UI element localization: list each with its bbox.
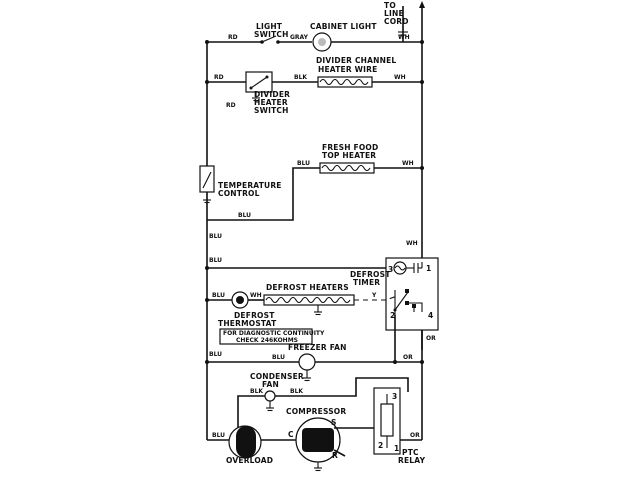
- defrost-thermostat-label-1: DEFROST: [234, 311, 275, 320]
- wire-color-or-3: OR: [410, 432, 420, 439]
- defrost-thermostat-label-2: THERMOSTAT: [218, 319, 277, 328]
- relay-terminal-2: 2: [378, 441, 383, 450]
- freezer-fan-icon: [298, 353, 316, 371]
- diag-note-box: [219, 328, 313, 345]
- wire-color-rd-1: RD: [228, 34, 238, 41]
- condenser-fan-label-2: FAN: [262, 380, 279, 389]
- temperature-control-label-2: CONTROL: [218, 189, 260, 198]
- wire-color-or-2: OR: [403, 354, 413, 361]
- cabinet-light-label: CABINET LIGHT: [310, 22, 377, 31]
- divider-heater-switch-label-3: SWITCH: [254, 106, 289, 115]
- fresh-food-label-1: FRESH FOOD: [322, 143, 378, 152]
- compressor-circuit: [207, 377, 422, 472]
- condenser-fan-icon: [264, 390, 276, 402]
- divider-heater-switch-label-1: DIVIDER: [254, 90, 290, 99]
- divider-heater-circuit: [207, 71, 422, 102]
- terminal-3: 3: [388, 265, 393, 274]
- terminal-s: S: [331, 418, 337, 427]
- defrost-heaters-label: DEFROST HEATERS: [266, 283, 349, 292]
- wire-color-y: Y: [371, 292, 377, 299]
- line-cord-lead: [398, 1, 425, 42]
- temperature-control-label-1: TEMPERATURE: [218, 181, 282, 190]
- wire-color-wh-3: WH: [402, 160, 414, 167]
- freezer-fan-label: FREEZER FAN: [288, 343, 347, 352]
- defrost-timer-label-2: TIMER: [353, 278, 380, 287]
- line-cord-label-1: TO: [384, 1, 396, 10]
- diag-note-line-2: CHECK 246KOHMS: [236, 337, 298, 344]
- terminal-c: C: [288, 430, 294, 439]
- defrost-heater-circuit: [207, 291, 398, 316]
- wire-color-blu-7: BLU: [272, 354, 285, 361]
- wire-color-blu-8: BLU: [212, 432, 225, 439]
- junction-dots: [205, 40, 424, 364]
- wire-color-wh-2: WH: [394, 74, 406, 81]
- terminal-1: 1: [426, 264, 431, 273]
- wire-color-blu-1: BLU: [297, 160, 310, 167]
- wire-color-blu-6: BLU: [209, 351, 222, 358]
- compressor-label: COMPRESSOR: [286, 407, 346, 416]
- ptc-relay-label-2: RELAY: [398, 456, 426, 465]
- defrost-timer-circuit: [207, 257, 439, 350]
- cabinet-light-circuit: [207, 32, 422, 52]
- line-cord-label-3: CORD: [384, 17, 409, 26]
- ptc-element-icon: [380, 403, 394, 437]
- divider-heater-switch-label-2: HEATER: [254, 98, 288, 107]
- light-switch-label-2: SWITCH: [254, 30, 289, 39]
- divider-channel-label-1: DIVIDER CHANNEL: [316, 56, 396, 65]
- defrost-timer-label-1: DEFROST: [350, 270, 391, 279]
- line-cord-label-2: LINE: [384, 9, 404, 18]
- wire-color-gray: GRAY: [290, 34, 309, 41]
- wire-color-wh-5: WH: [250, 292, 262, 299]
- relay-terminal-3: 3: [392, 392, 397, 401]
- light-switch-label-1: LIGHT: [256, 22, 283, 31]
- wire-color-wh-1: WH: [398, 34, 410, 41]
- wire-color-or-1: OR: [426, 335, 436, 342]
- overload-label: OVERLOAD: [226, 456, 273, 465]
- wire-color-rd-3: RD: [226, 102, 236, 109]
- temperature-control-circuit: [199, 162, 422, 221]
- terminal-4: 4: [428, 311, 433, 320]
- wire-color-blk-3: BLK: [290, 388, 303, 395]
- diag-note-line-1: FOR DIAGNOSTIC CONTINUITY: [223, 330, 325, 337]
- divider-channel-label-2: HEATER WIRE: [318, 65, 377, 74]
- condenser-fan-label-1: CONDENSER: [250, 372, 304, 381]
- ptc-relay-label-1: PTC: [402, 448, 419, 457]
- wire-color-blk-1: BLK: [294, 74, 307, 81]
- terminal-2: 2: [390, 311, 395, 320]
- wire-color-blu-3: BLU: [209, 233, 222, 240]
- relay-terminal-1: 1: [394, 444, 399, 453]
- wire-color-rd-2: RD: [214, 74, 224, 81]
- wire-color-blu-4: BLU: [209, 257, 222, 264]
- wire-color-blu-5: BLU: [212, 292, 225, 299]
- wire-color-blu-2: BLU: [238, 212, 251, 219]
- wire-color-blk-2: BLK: [250, 388, 263, 395]
- terminal-r: R: [332, 451, 338, 460]
- fresh-food-label-2: TOP HEATER: [322, 151, 376, 160]
- wire-color-wh-4: WH: [406, 240, 418, 247]
